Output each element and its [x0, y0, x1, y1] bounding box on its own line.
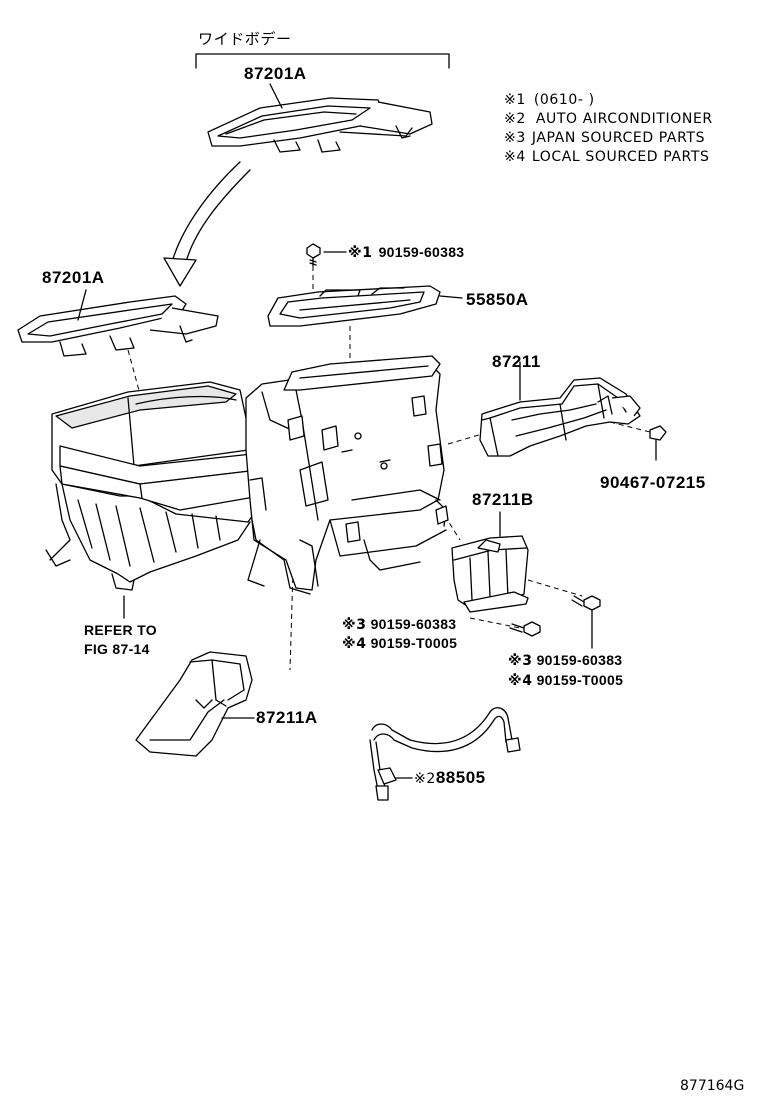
heater-unit-drawing [45, 355, 449, 595]
part-87201a[interactable]: 87201A [42, 268, 105, 287]
wide-body-bracket [195, 53, 450, 69]
note-1: ※1 (0610- ) [504, 92, 595, 108]
note-4-mark: ※4 [504, 149, 526, 165]
note-2-text: AUTO AIRCONDITIONER [535, 111, 713, 127]
part-55850a[interactable]: 55850A [466, 290, 529, 309]
figure-code: 877164G [680, 1078, 745, 1094]
curved-arrow [163, 161, 251, 287]
screw-left-jp-mark: ※3 [342, 617, 367, 633]
part-87211b[interactable]: 87211B [472, 490, 534, 509]
duct-87201a-wide-drawing [207, 97, 433, 153]
note-4-text: LOCAL SOURCED PARTS [531, 149, 710, 165]
cover-55850a-drawing [267, 285, 463, 327]
screw-left-local-number: 90159-T0005 [370, 635, 458, 651]
clip-drawing [649, 425, 667, 461]
note-1-mark: ※1 [504, 92, 526, 108]
part-87211[interactable]: 87211 [492, 352, 541, 371]
screw-top-number: 90159-60383 [378, 244, 465, 260]
note-1-text: (0610- ) [533, 92, 595, 108]
leader-lines [77, 83, 283, 619]
duct-87201a-drawing [17, 295, 219, 357]
screw-lower-drawing [509, 595, 601, 649]
screw-right-local-number: 90159-T0005 [536, 672, 624, 688]
refer-line-1: REFER TO [84, 622, 157, 638]
duct-87211a-drawing [135, 651, 255, 757]
screw-right-jp-mark: ※3 [508, 653, 533, 669]
note-3-mark: ※3 [504, 130, 526, 146]
note-3-text: JAPAN SOURCED PARTS [531, 130, 706, 146]
screw-right-jp-number: 90159-60383 [536, 652, 623, 668]
part-90467-07215[interactable]: 90467-07215 [600, 473, 706, 492]
refer-line-2: FIG 87-14 [84, 641, 150, 657]
screw-left-local-mark: ※4 [342, 636, 367, 652]
part-87201a-wide[interactable]: 87201A [244, 64, 307, 83]
duct-87211b-drawing [451, 511, 529, 613]
note-2: ※2 AUTO AIRCONDITIONER [504, 111, 713, 127]
screw-left-jp-number: 90159-60383 [370, 616, 457, 632]
part-88505[interactable]: ※288505 [414, 768, 486, 788]
screw-top-mark: ※1 [348, 245, 373, 261]
part-screw-top[interactable]: ※1 90159-60383 [348, 244, 464, 261]
note-4: ※4 LOCAL SOURCED PARTS [504, 149, 709, 165]
harness-88505-drawing [369, 707, 521, 801]
wide-body-label: ワイドボデー [198, 30, 292, 48]
note-2-mark: ※2 [504, 111, 526, 127]
duct-87211-drawing [479, 361, 641, 457]
harness-mark: ※2 [414, 771, 436, 787]
note-3: ※3 JAPAN SOURCED PARTS [504, 130, 705, 146]
harness-number: 88505 [435, 768, 486, 787]
screw-top-drawing [306, 243, 347, 267]
screw-right-local-mark: ※4 [508, 673, 533, 689]
part-87211a[interactable]: 87211A [256, 708, 318, 727]
